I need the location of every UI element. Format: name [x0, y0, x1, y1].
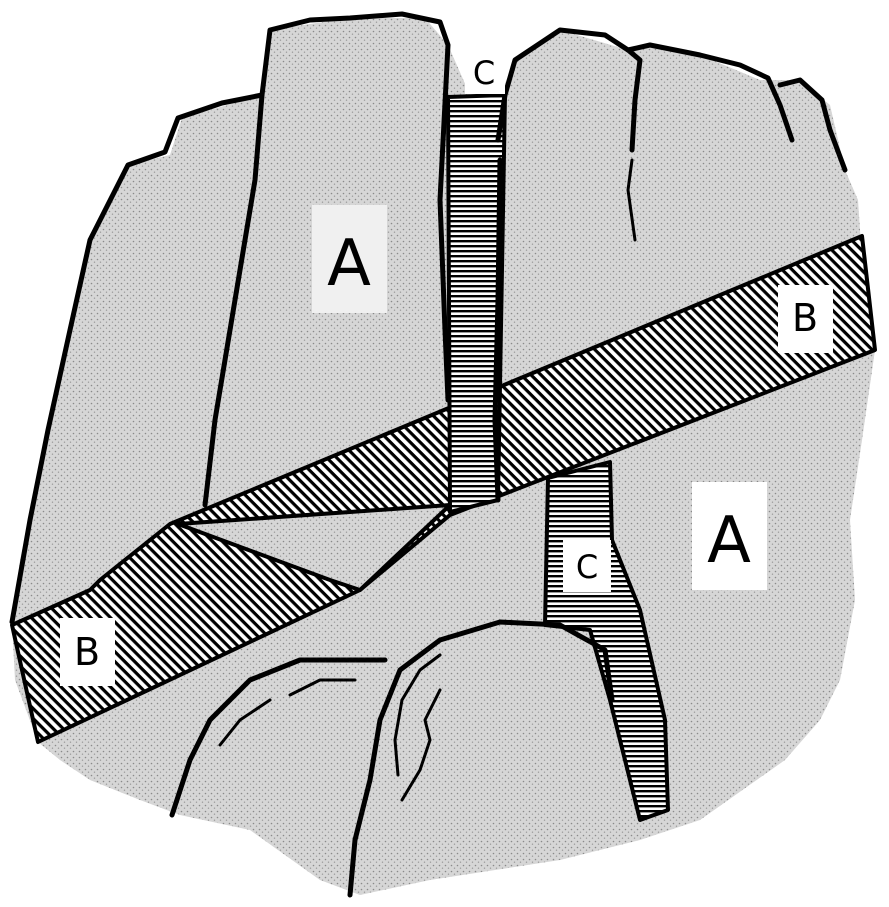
label-c-lower: C [563, 540, 611, 592]
svg-text:B: B [792, 296, 818, 340]
dike-b-band [10, 234, 877, 744]
svg-text:C: C [576, 548, 598, 586]
rock-outlines [9, 11, 848, 898]
svg-text:A: A [327, 227, 371, 301]
label-a-top: A [312, 205, 387, 313]
svg-text:C: C [473, 54, 495, 92]
label-c-top: C [465, 52, 505, 94]
label-b-right: B [778, 285, 833, 353]
svg-text:A: A [707, 504, 751, 578]
label-a-right: A [692, 482, 767, 590]
label-b-left: B [60, 618, 115, 686]
svg-text:B: B [74, 630, 100, 674]
dike-b-offset-wedge [176, 503, 452, 592]
